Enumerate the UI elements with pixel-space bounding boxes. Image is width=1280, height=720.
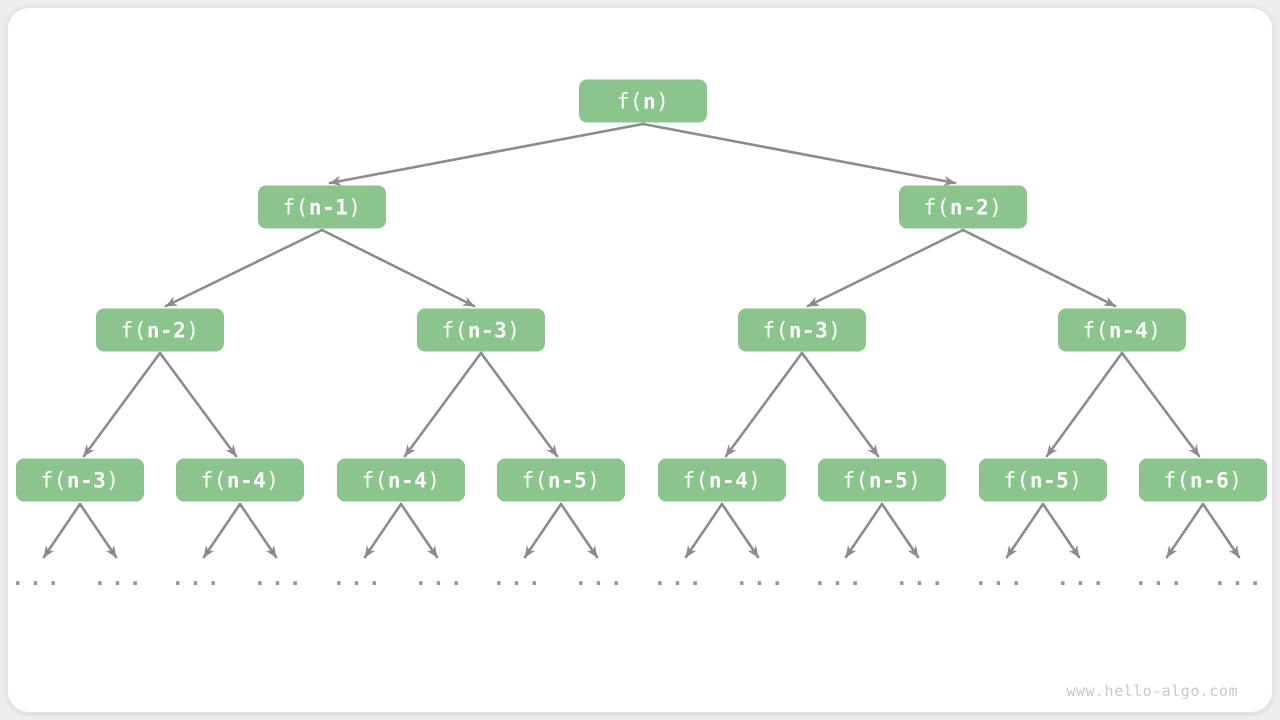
call-suffix: ) bbox=[348, 195, 362, 219]
call-arg: n-5 bbox=[868, 468, 909, 492]
node-l4-4: f(n-4) bbox=[658, 458, 786, 502]
ellipsis-leaf: ... bbox=[1134, 566, 1188, 590]
ellipsis-leaf: ... bbox=[574, 566, 628, 590]
ellipsis-leaf: ... bbox=[414, 566, 468, 590]
ellipsis-leaf: ... bbox=[11, 566, 65, 590]
node-l4-2: f(n-4) bbox=[337, 458, 465, 502]
call-arg: n-6 bbox=[1189, 468, 1230, 492]
call-prefix: f( bbox=[1003, 468, 1030, 492]
call-arg: n-4 bbox=[226, 468, 267, 492]
call-prefix: f( bbox=[282, 195, 309, 219]
call-prefix: f( bbox=[1082, 318, 1109, 342]
call-prefix: f( bbox=[842, 468, 869, 492]
call-arg: n bbox=[642, 89, 657, 113]
node-l1-0: f(n) bbox=[579, 79, 707, 123]
call-prefix: f( bbox=[361, 468, 388, 492]
ellipsis-leaf: ... bbox=[1213, 566, 1267, 590]
ellipsis-leaf: ... bbox=[974, 566, 1028, 590]
node-l4-5: f(n-5) bbox=[818, 458, 946, 502]
call-arg: n-5 bbox=[547, 468, 588, 492]
call-arg: n-5 bbox=[1029, 468, 1070, 492]
ellipsis-leaf: ... bbox=[813, 566, 867, 590]
call-prefix: f( bbox=[120, 318, 147, 342]
call-prefix: f( bbox=[923, 195, 950, 219]
node-l3-0: f(n-2) bbox=[96, 308, 224, 352]
call-arg: n-3 bbox=[788, 318, 829, 342]
ellipsis-leaf: ... bbox=[1056, 566, 1110, 590]
node-l4-6: f(n-5) bbox=[979, 458, 1107, 502]
call-arg: n-1 bbox=[308, 195, 349, 219]
node-l2-1: f(n-2) bbox=[899, 185, 1027, 229]
node-l4-3: f(n-5) bbox=[497, 458, 625, 502]
call-suffix: ) bbox=[656, 89, 670, 113]
call-suffix: ) bbox=[587, 468, 601, 492]
call-suffix: ) bbox=[106, 468, 120, 492]
node-l3-3: f(n-4) bbox=[1058, 308, 1186, 352]
ellipsis-leaf: ... bbox=[171, 566, 225, 590]
call-prefix: f( bbox=[616, 89, 643, 113]
ellipsis-leaf: ... bbox=[653, 566, 707, 590]
call-suffix: ) bbox=[1229, 468, 1243, 492]
call-arg: n-4 bbox=[708, 468, 749, 492]
call-arg: n-2 bbox=[949, 195, 990, 219]
call-prefix: f( bbox=[1163, 468, 1190, 492]
call-prefix: f( bbox=[682, 468, 709, 492]
ellipsis-leaf: ... bbox=[332, 566, 386, 590]
call-arg: n-4 bbox=[387, 468, 428, 492]
node-l3-1: f(n-3) bbox=[417, 308, 545, 352]
call-suffix: ) bbox=[828, 318, 842, 342]
call-prefix: f( bbox=[521, 468, 548, 492]
call-arg: n-2 bbox=[146, 318, 187, 342]
ellipsis-leaf: ... bbox=[93, 566, 147, 590]
node-l4-7: f(n-6) bbox=[1139, 458, 1267, 502]
node-l3-2: f(n-3) bbox=[738, 308, 866, 352]
call-suffix: ) bbox=[748, 468, 762, 492]
ellipsis-leaf: ... bbox=[492, 566, 546, 590]
node-l2-0: f(n-1) bbox=[258, 185, 386, 229]
call-arg: n-3 bbox=[66, 468, 107, 492]
ellipsis-leaf: ... bbox=[735, 566, 789, 590]
call-arg: n-3 bbox=[467, 318, 508, 342]
ellipsis-leaf: ... bbox=[253, 566, 307, 590]
watermark-text: www.hello-algo.com bbox=[1066, 682, 1238, 700]
ellipsis-leaf: ... bbox=[895, 566, 949, 590]
call-suffix: ) bbox=[908, 468, 922, 492]
call-suffix: ) bbox=[507, 318, 521, 342]
call-prefix: f( bbox=[40, 468, 67, 492]
call-prefix: f( bbox=[762, 318, 789, 342]
node-l4-1: f(n-4) bbox=[176, 458, 304, 502]
call-suffix: ) bbox=[1069, 468, 1083, 492]
call-suffix: ) bbox=[1148, 318, 1162, 342]
call-suffix: ) bbox=[186, 318, 200, 342]
call-suffix: ) bbox=[266, 468, 280, 492]
call-prefix: f( bbox=[441, 318, 468, 342]
call-prefix: f( bbox=[200, 468, 227, 492]
call-suffix: ) bbox=[989, 195, 1003, 219]
call-suffix: ) bbox=[427, 468, 441, 492]
node-l4-0: f(n-3) bbox=[16, 458, 144, 502]
call-arg: n-4 bbox=[1108, 318, 1149, 342]
